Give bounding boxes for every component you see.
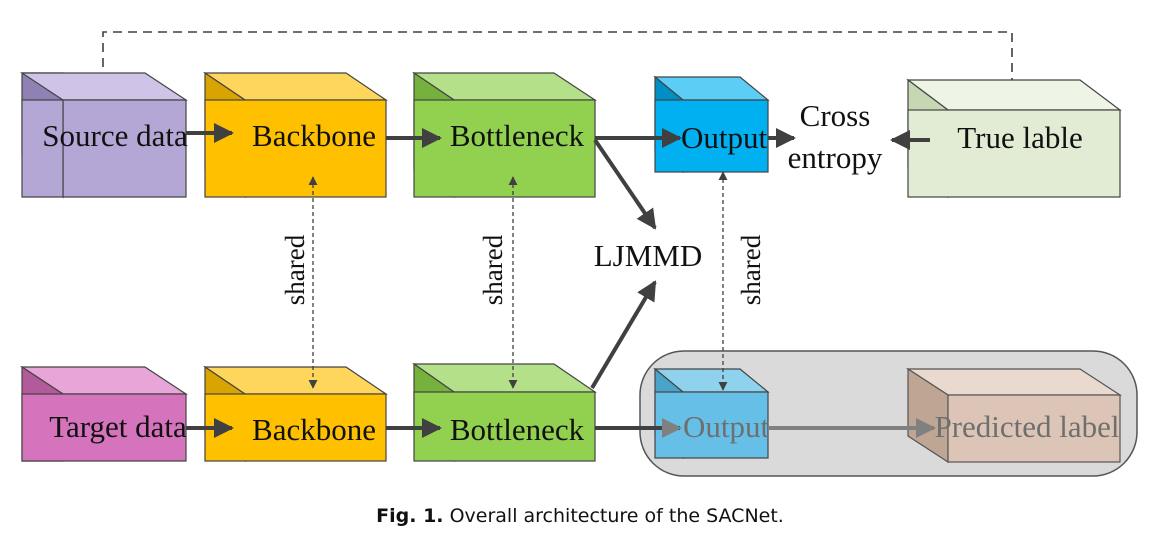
source-data-box: Source data — [19, 72, 189, 199]
figure-caption: Fig. 1. Overall architecture of the SACN… — [0, 505, 1160, 527]
bottleneck-top-label: Bottleneck — [450, 118, 585, 153]
architecture-diagram: Source data Backbone Bottleneck Output T… — [19, 31, 1138, 477]
true-label-box: True lable — [906, 78, 1122, 199]
predicted-label-label: Predicted label — [934, 409, 1119, 444]
output-top-box: Output — [653, 75, 770, 174]
backbone-top-box: Backbone — [203, 71, 388, 199]
source-data-label: Source data — [42, 118, 188, 153]
bottleneck-top-box: Bottleneck — [412, 71, 598, 199]
output-top-label: Output — [681, 120, 768, 155]
cross-entropy-label-line1: Cross — [800, 98, 871, 133]
output-bottom-label: Output — [683, 409, 770, 444]
shared-label-bottleneck: shared — [478, 234, 508, 305]
backbone-top-label: Backbone — [252, 118, 376, 153]
bottleneck-bottom-box: Bottleneck — [412, 362, 597, 463]
figure-caption-text: Overall architecture of the SACNet. — [449, 505, 784, 527]
arrow-bottleneck-bottom-to-ljmmd — [590, 280, 657, 390]
backbone-bottom-box: Backbone — [203, 365, 388, 463]
output-bottom-box: Output — [653, 367, 770, 460]
figure-number: Fig. 1. — [376, 505, 444, 527]
backbone-bottom-label: Backbone — [252, 412, 376, 447]
target-data-box: Target data — [19, 365, 189, 462]
shared-label-backbone: shared — [280, 234, 310, 305]
arrow-bottleneck-top-to-ljmmd — [593, 138, 657, 230]
shared-label-output: shared — [736, 234, 766, 305]
bottleneck-bottom-label: Bottleneck — [450, 412, 585, 447]
target-data-label: Target data — [49, 409, 187, 444]
ljmmd-label: LJMMD — [594, 238, 703, 273]
cross-entropy-label-line2: entropy — [788, 140, 883, 175]
true-label-label: True lable — [957, 120, 1082, 155]
predicted-label-box: Predicted label — [905, 367, 1123, 464]
source-to-true-label-dashed-arrow — [102, 31, 1018, 102]
